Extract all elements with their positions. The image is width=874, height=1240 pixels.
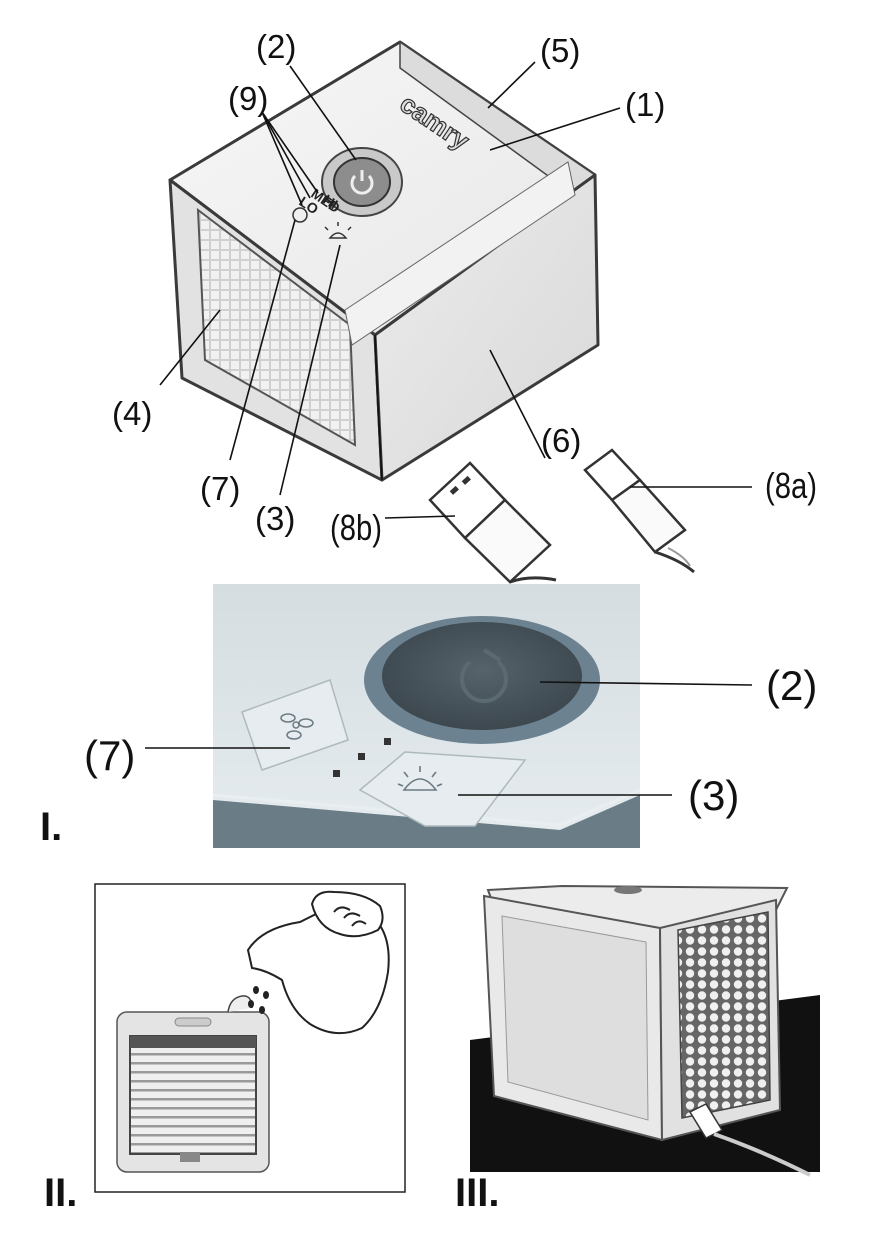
figI-callout-7: (7) [84,732,135,779]
figI-callout-3: (3) [688,772,739,819]
figI-callout-2: (2) [766,662,817,709]
callout-6: (6) [541,422,581,459]
fan-grille [196,207,357,447]
water-drop [263,991,269,999]
corner-edge [374,334,383,481]
callout-5: (5) [540,32,580,69]
main-device-figure: camry HI MED LO [112,28,817,584]
callout-8a: (8a) [765,465,817,506]
indicator-led [384,738,391,745]
callout-1: (1) [625,86,665,123]
callout-9: (9) [228,80,268,117]
figure-I-control-panel: (2) (7) (3) I. [40,584,817,849]
indicator-led [333,770,340,777]
power-button [321,147,403,217]
figure-III-label: III. [455,1171,499,1215]
callout-4: (4) [112,395,152,432]
figure-II-filling: II. [44,883,406,1215]
figure-II-label: II. [44,1171,77,1215]
louvre-grille [129,1035,257,1155]
water-drop [253,986,259,994]
figure-III-usb-powered: III. [455,884,820,1215]
callout-8b: (8b) [330,507,382,548]
micro-usb-connector [583,448,695,574]
light-icon [397,766,443,791]
water-drop [248,1000,254,1008]
light-button-closeup [358,751,527,827]
power-icon [460,648,508,703]
callout-2: (2) [256,28,296,65]
side-band [344,161,576,346]
callout-3: (3) [255,500,295,537]
indicator-led [358,753,365,760]
power-icon [350,170,374,195]
fan-icon [280,713,314,740]
fan-button-icon [292,207,308,223]
water-jug-icon [246,890,390,1035]
callout-7: (7) [200,470,240,507]
water-drop [259,1006,265,1014]
light-icon [324,222,352,239]
figure-I-label: I. [40,805,62,849]
usb-cable [688,1103,811,1177]
power-button-closeup [364,616,600,744]
hex-grille [677,911,771,1119]
usb-a-connector [428,461,557,584]
